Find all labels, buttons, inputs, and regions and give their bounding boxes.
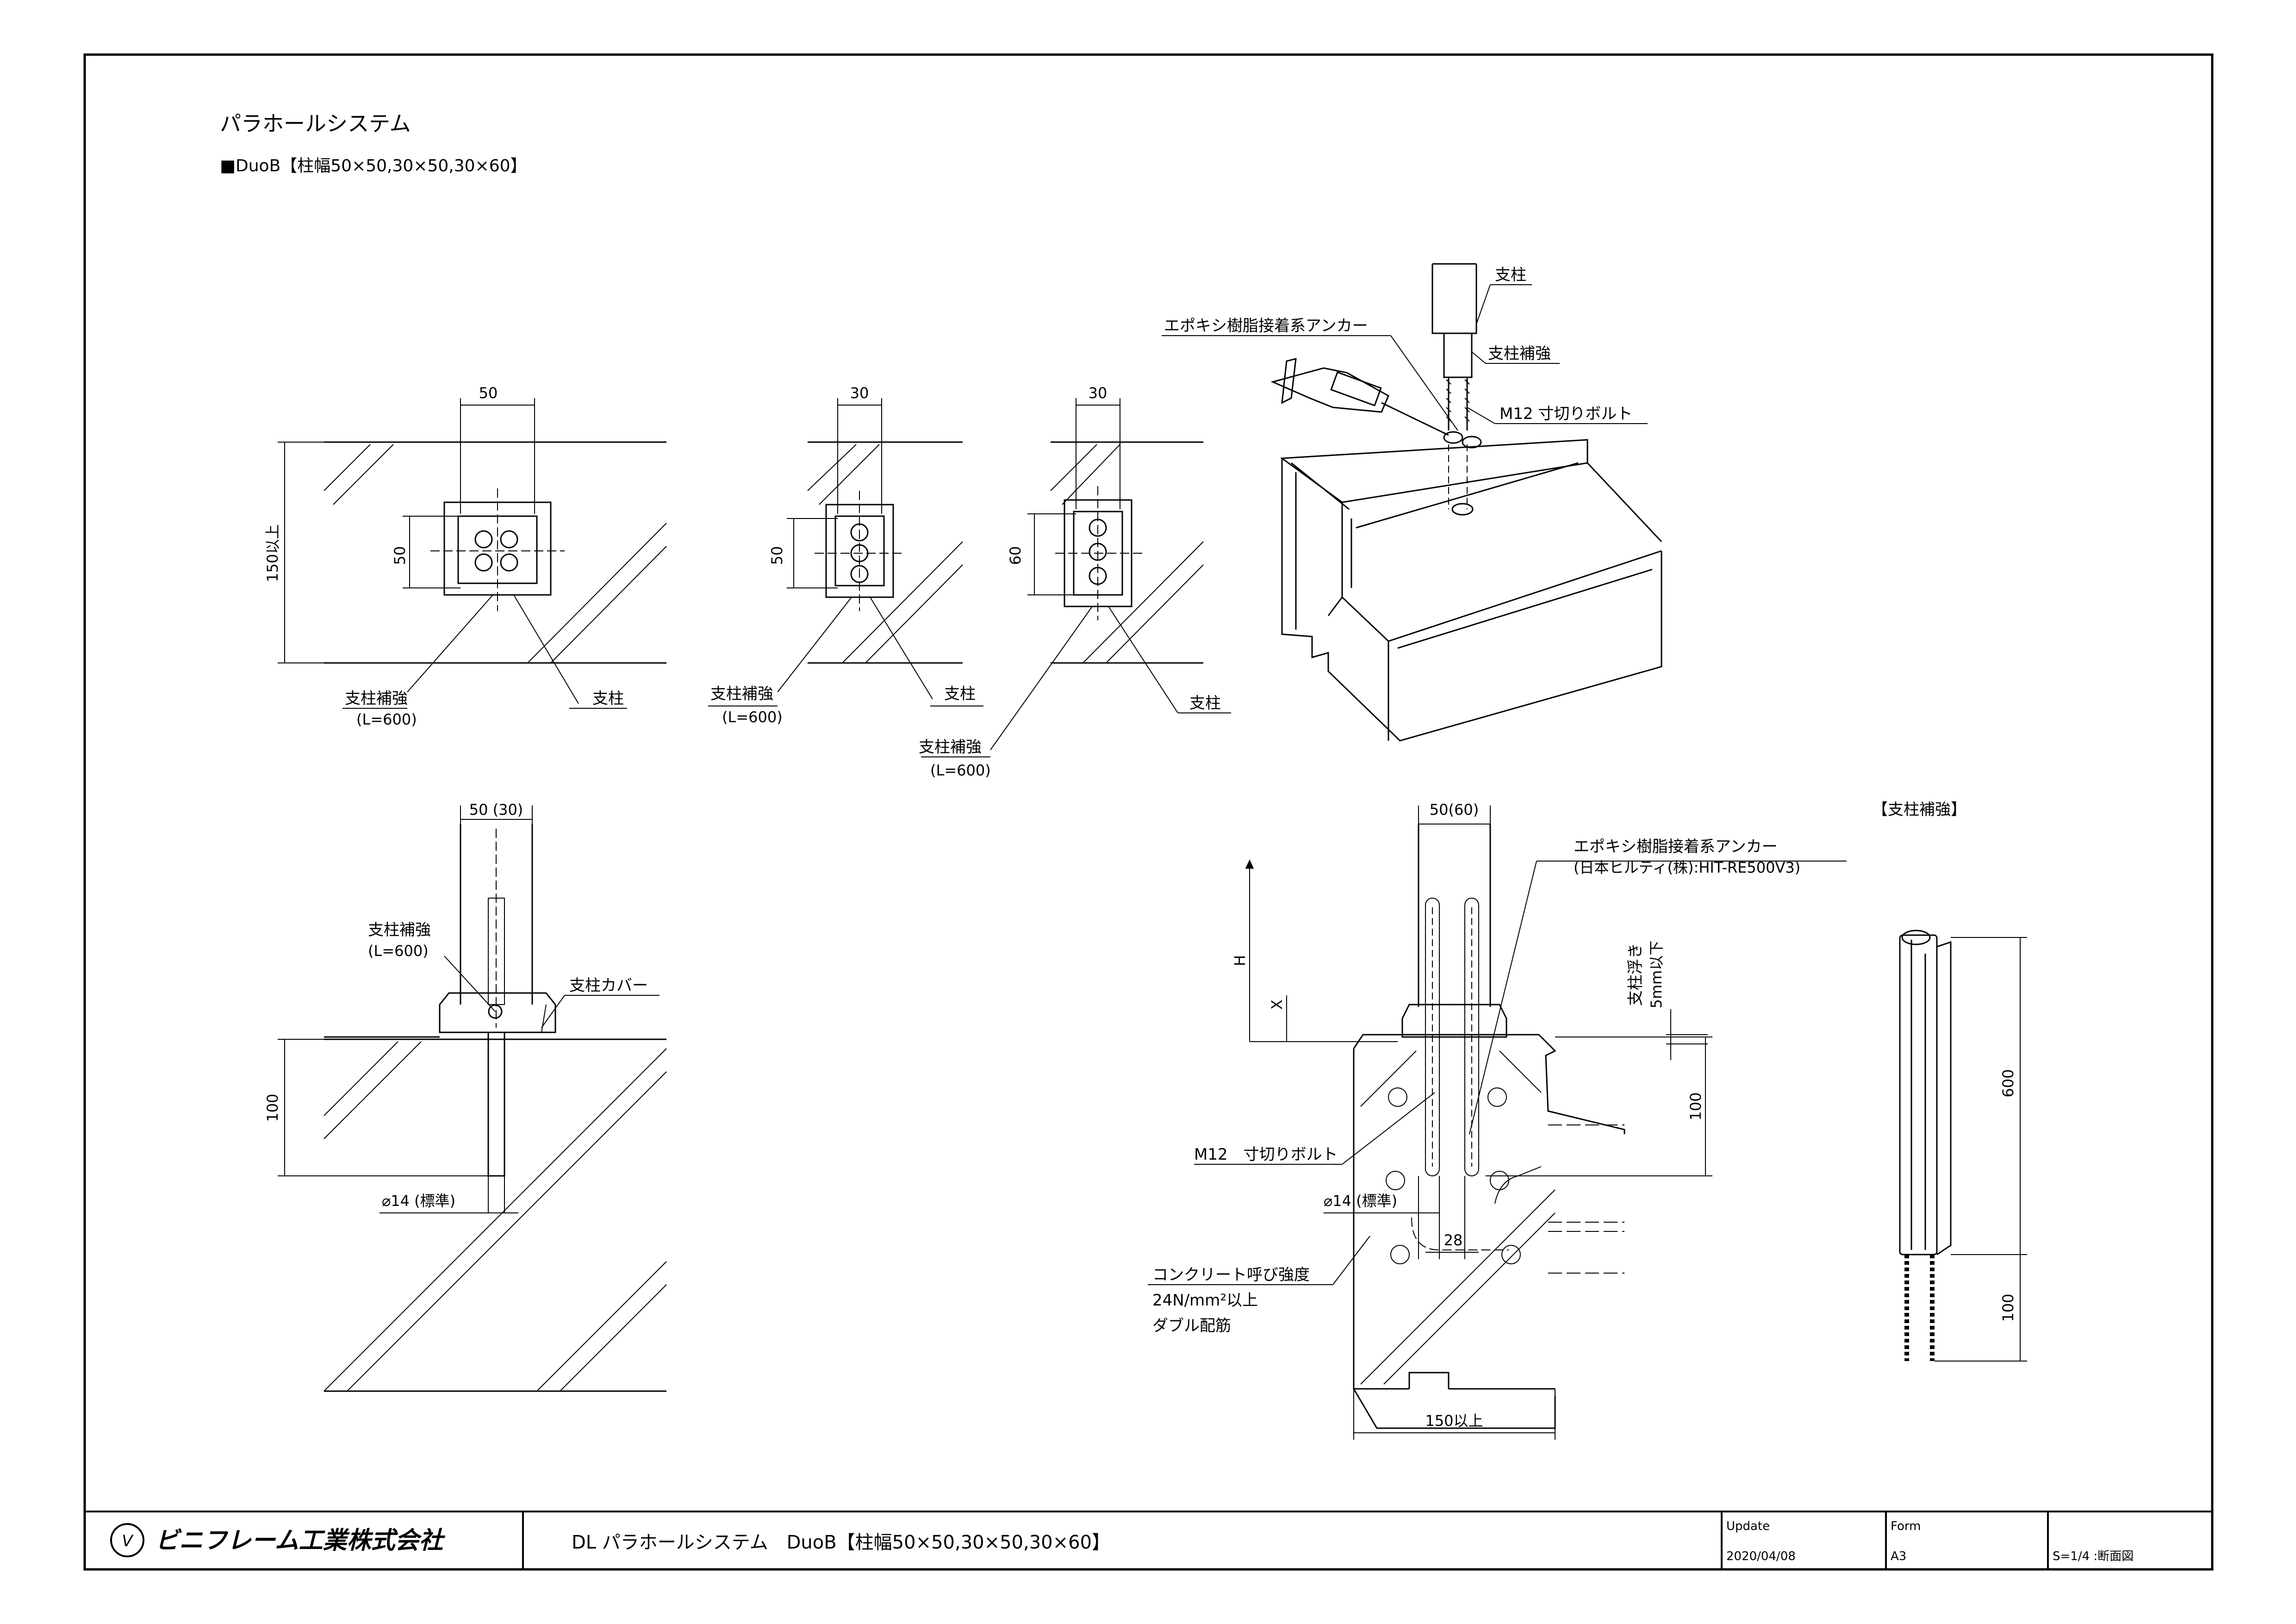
form-value: A3 [1891,1549,1906,1563]
iso-reinforce-label: 支柱補強 [1488,344,1551,363]
sectionR-depth: 100 [1687,1092,1705,1120]
iso-view [1162,263,1662,742]
sectionR-concrete-1: コンクリート呼び強度 [1152,1266,1310,1284]
sectionR-width: 50(60) [1430,801,1479,818]
company-name: ビニフレーム工業株式会社 [155,1527,445,1555]
plan1-reinforce-label: 支柱補強 [345,689,408,708]
plan-view-50x50 [278,398,667,709]
drawing-title: DL パラホールシステム DuoB【柱幅50×50,30×50,30×60】 [572,1532,1110,1553]
plan3-reinforce-length: (L=600) [930,762,991,779]
update-value: 2020/04/08 [1726,1549,1796,1563]
section-left [278,806,667,1392]
sectionR-hole: ⌀14 (標準) [1324,1192,1397,1210]
plan1-post-label: 支柱 [592,689,624,708]
reinforce-length: 600 [1999,1069,2017,1097]
sectionL-reinforce-length: (L=600) [368,942,429,960]
plan2-reinforce-length: (L=600) [722,708,783,726]
plan2-width: 30 [850,384,869,402]
plan-view-30x50 [708,398,983,706]
reinforce-detail [1899,930,2027,1362]
sectionR-bolt-label: M12 寸切りボルト [1194,1145,1338,1164]
company-logo-mark: V [122,1532,134,1550]
plan3-width: 30 [1089,384,1108,402]
sectionR-h: H [1231,955,1249,966]
page-title: パラホールシステム [220,111,411,136]
company-logo: V ビニフレーム工業株式会社 [110,1523,445,1557]
plan3-height: 60 [1007,546,1024,565]
title-block [85,1511,2212,1569]
plan-view-30x60 [921,398,1231,757]
reinforce-bolt-length: 100 [1999,1293,2017,1322]
iso-post-label: 支柱 [1495,266,1526,284]
plan2-height: 50 [768,546,786,565]
scale-label: S=1/4 :断面図 [2053,1549,2134,1563]
plan3-reinforce-label: 支柱補強 [919,738,982,756]
sectionL-reinforce-label: 支柱補強 [368,921,431,939]
plan2-post-label: 支柱 [944,685,976,703]
plan1-reinforce-length: (L=600) [356,711,417,728]
iso-anchor-label: エポキシ樹脂接着系アンカー [1164,317,1368,335]
plan1-slab: 150以上 [264,524,281,582]
sectionR-float-2: 5mm以下 [1648,941,1665,1009]
sectionR-concrete-2: 24N/mm²以上 [1152,1291,1258,1310]
sectionR-concrete-3: ダブル配筋 [1152,1317,1231,1335]
sectionR-anchor-label: エポキシ樹脂接着系アンカー [1574,837,1778,856]
section-right [1148,806,1847,1440]
plan1-height: 50 [391,546,409,565]
sectionL-width: 50 (30) [469,801,523,818]
plan3-post-label: 支柱 [1189,694,1221,712]
page-subtitle: ■DuoB【柱幅50×50,30×50,30×60】 [220,156,527,175]
plan2-reinforce-label: 支柱補強 [710,685,773,703]
sectionR-float-1: 支柱浮き [1626,943,1645,1006]
sectionL-depth: 100 [264,1093,281,1122]
form-label: Form [1891,1519,1921,1533]
sectionL-cover-label: 支柱カバー [569,976,648,995]
sectionR-spacing: 28 [1444,1231,1463,1249]
sectionR-anchor-spec: (日本ヒルティ(株):HIT-RE500V3) [1574,859,1800,876]
sectionR-x: X [1268,999,1286,1010]
plan1-width: 50 [479,384,498,402]
sheet-border [83,53,2214,1571]
iso-bolt-label: M12 寸切りボルト [1500,405,1632,423]
update-label: Update [1726,1519,1770,1533]
sectionR-slab: 150以上 [1425,1412,1483,1430]
reinforce-detail-title: 【支柱補強】 [1872,800,1966,819]
company-logo-icon [110,1523,144,1557]
sectionL-hole: ⌀14 (標準) [382,1192,455,1210]
